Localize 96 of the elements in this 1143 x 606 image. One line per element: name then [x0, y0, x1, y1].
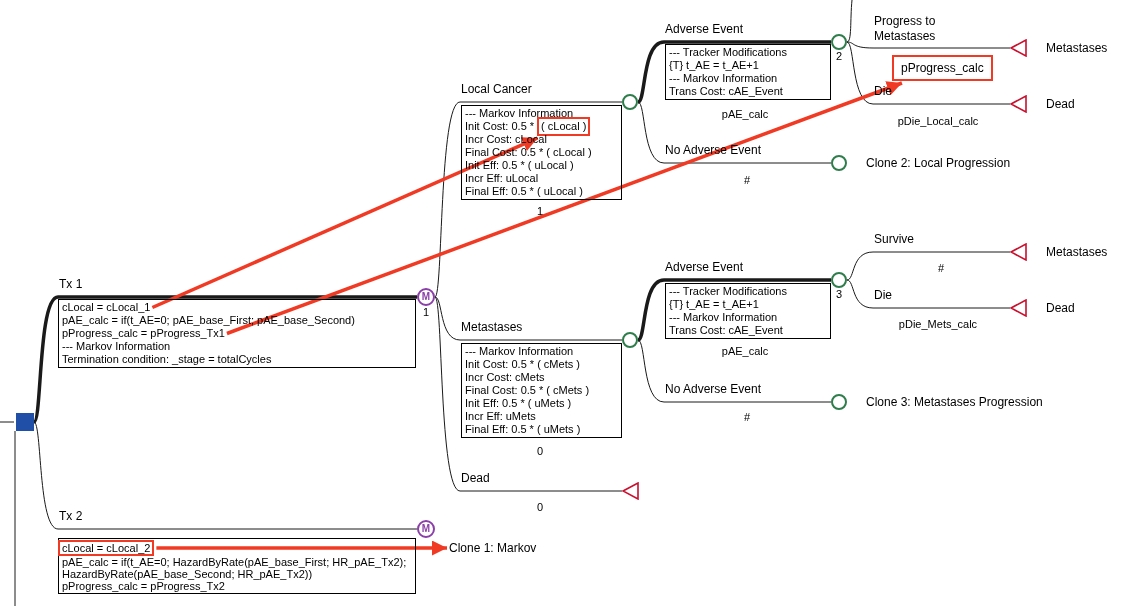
branch-line: [434, 296, 623, 341]
terminal-node: [1010, 243, 1027, 261]
terminal-node: [1010, 299, 1027, 317]
info-box: [461, 343, 622, 438]
node-number: 2: [835, 50, 843, 63]
branch-line: [637, 101, 832, 164]
annotation-arrow: [226, 81, 903, 336]
outcome-label: Dead: [1046, 96, 1075, 113]
highlighted-text: cLocal = cLocal_2: [58, 540, 155, 556]
branch-line: [32, 295, 417, 423]
branch-label: Local Cancer: [461, 81, 532, 98]
branch-line: [846, 41, 1011, 49]
branch-line: [846, 279, 1011, 309]
probability-label: 1: [536, 204, 544, 219]
probability-label: pAE_calc: [721, 107, 769, 122]
chance-node: [831, 34, 847, 50]
branch-line: [636, 278, 831, 342]
outcome-label: Metastases: [1046, 40, 1108, 57]
probability-label: #: [937, 261, 945, 276]
annotation-arrow: [156, 540, 447, 556]
info-text: pProgress_calc = pProgress_Tx2: [62, 580, 226, 592]
chance-node: [622, 94, 638, 110]
info-text: {T} t_AE = t_AE+1: [669, 298, 760, 311]
probability-label: 0: [536, 500, 544, 515]
highlighted-text: pProgress_calc: [892, 55, 993, 81]
chance-node: [831, 272, 847, 288]
probability-label: #: [743, 173, 751, 188]
info-text: Termination condition: _stage = totalCycles: [62, 353, 273, 366]
branch-label: Survive: [874, 231, 914, 248]
info-text: --- Markov Information: [465, 345, 575, 358]
info-text: pAE_calc = if(t_AE=0; HazardByRate(pAE_base_First; HR_pAE_Tx2); HazardByRate(pAE_base_Second; HR_pAE_Tx2)): [62, 556, 408, 580]
probability-label: pDie_Mets_calc: [898, 317, 978, 332]
markov-node: M: [417, 288, 435, 306]
info-text: Trans Cost: cAE_Event: [669, 85, 784, 98]
info-text: Init Eff: 0.5 * ( uLocal ): [465, 159, 575, 172]
terminal-node: [1010, 39, 1027, 57]
branch-label: Tx 1: [59, 276, 83, 293]
info-text: Init Eff: 0.5 * ( uMets ): [465, 397, 573, 410]
info-text: Init Cost: 0.5 *: [465, 120, 535, 133]
info-text: --- Tracker Modifications: [669, 46, 788, 59]
info-text: Incr Eff: uMets: [465, 410, 537, 423]
highlighted-text: ( cLocal ): [537, 117, 591, 136]
terminal-node: [1010, 95, 1027, 113]
info-text: Trans Cost: cAE_Event: [669, 324, 784, 337]
info-text: {T} t_AE = t_AE+1: [669, 59, 760, 72]
annotation-arrow: [151, 136, 539, 310]
info-text: --- Markov Information: [669, 311, 779, 324]
info-text: Init Cost: 0.5 * ( cMets ): [465, 358, 581, 371]
branch-label: Adverse Event: [665, 21, 744, 38]
chance-node: [831, 394, 847, 410]
node-number: 3: [835, 288, 843, 301]
info-text: Incr Cost: cLocal: [465, 133, 548, 146]
branch-label: Dead: [461, 470, 490, 487]
info-box: [58, 538, 416, 594]
outcome-label: Clone 2: Local Progression: [866, 155, 1011, 172]
info-text: pProgress_calc = pProgress_Tx1: [62, 327, 225, 340]
terminal-node: [622, 482, 639, 500]
branch-line: [637, 339, 832, 403]
info-text: --- Markov Information: [465, 107, 575, 120]
outcome-label: Clone 3: Metastases Progression: [866, 394, 1043, 411]
branch-label: No Adverse Event: [665, 381, 762, 398]
branch-line: [846, 251, 1011, 281]
outcome-label: Metastases: [1046, 244, 1108, 261]
chance-node: [622, 332, 638, 348]
node-text: Clone 1: Markov: [449, 539, 537, 557]
info-text: Final Cost: 0.5 * ( cMets ): [465, 384, 591, 397]
info-text: --- Markov Information: [62, 340, 172, 353]
probability-label: pDie_Local_calc: [897, 114, 979, 129]
branch-label: Progress to Metastases: [874, 14, 937, 44]
branch-label: Metastases: [461, 319, 523, 336]
info-text: --- Markov Information: [669, 72, 779, 85]
probability-label: 0: [536, 444, 544, 459]
branch-label: Die: [874, 287, 892, 304]
info-box: [461, 105, 622, 200]
node-number: 1: [422, 306, 430, 319]
markov-node: M: [417, 520, 435, 538]
branch-line: [636, 40, 831, 104]
branch-line: [33, 421, 418, 530]
branch-line: [846, 41, 1011, 105]
chance-node: [831, 155, 847, 171]
info-box: [58, 299, 416, 368]
outcome-label: Dead: [1046, 300, 1075, 317]
probability-label: pAE_calc: [721, 344, 769, 359]
info-text: Incr Cost: cMets: [465, 371, 546, 384]
info-text: Final Eff: 0.5 * ( uLocal ): [465, 185, 584, 198]
info-box: [665, 44, 831, 100]
info-text: Incr Eff: uLocal: [465, 172, 540, 185]
info-text: Final Eff: 0.5 * ( uMets ): [465, 423, 582, 436]
probability-label: #: [743, 410, 751, 425]
branch-label: Adverse Event: [665, 259, 744, 276]
decision-node: [16, 413, 34, 431]
info-box: [665, 283, 831, 339]
info-text: --- Tracker Modifications: [669, 285, 788, 298]
branch-label: Tx 2: [59, 508, 83, 525]
branch-line: [0, 421, 15, 423]
info-text: cLocal = cLocal_1: [62, 301, 151, 314]
